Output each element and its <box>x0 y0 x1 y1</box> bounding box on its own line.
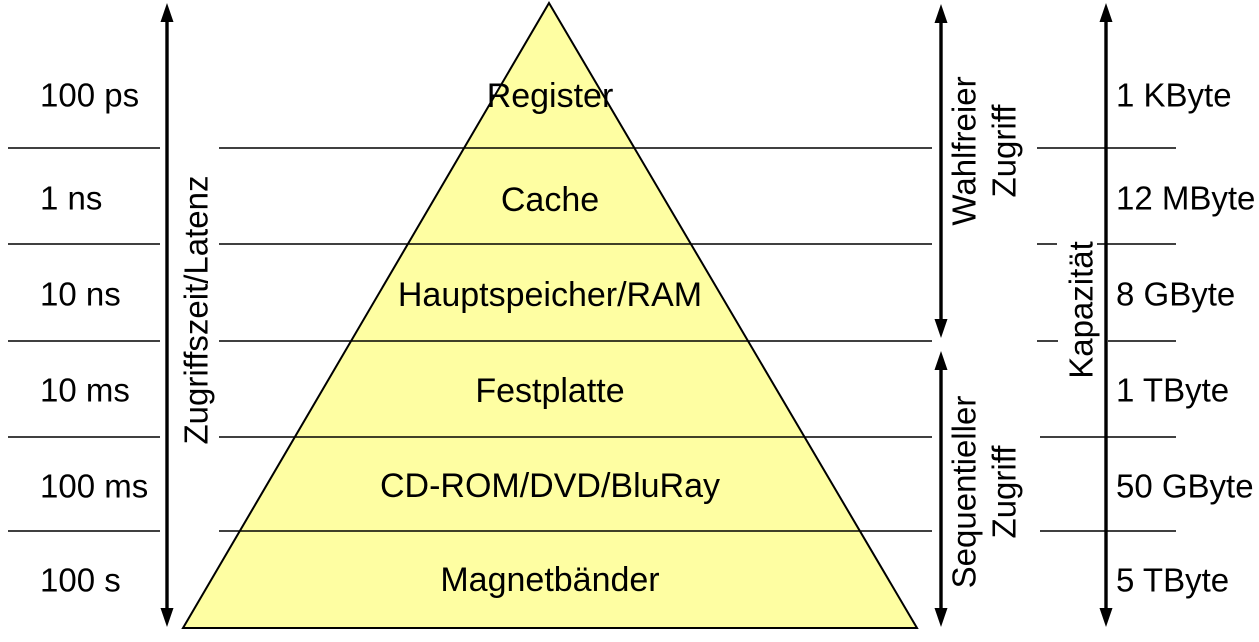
level-name-cdrom: CD-ROM/DVD/BluRay <box>380 467 720 505</box>
latency-tick-festplatte: 10 ms <box>40 372 130 409</box>
level-name-cache: Cache <box>501 181 599 219</box>
arrowhead-up-icon <box>160 3 174 22</box>
pyramid-shape <box>181 1 919 629</box>
latency-tick-register: 100 ps <box>40 77 139 114</box>
level-name-ram: Hauptspeicher/RAM <box>398 276 702 314</box>
level-name-register: Register <box>487 77 614 115</box>
sequential-access-label-line2: Zugriff <box>986 445 1023 539</box>
arrowhead-down-icon <box>1099 608 1113 627</box>
level-name-tape: Magnetbänder <box>440 561 659 599</box>
capacity-tick-cache: 12 MByte <box>1116 180 1255 217</box>
capacity-tick-cdrom: 50 GByte <box>1116 468 1254 505</box>
random-access-label-line1: Wahlfreier <box>946 76 983 225</box>
arrowhead-up-icon <box>934 351 948 370</box>
arrowhead-down-icon <box>934 319 948 338</box>
capacity-tick-register: 1 KByte <box>1116 77 1232 114</box>
capacity-axis-arrow <box>1099 3 1113 627</box>
latency-axis-arrow <box>160 3 174 627</box>
arrowhead-up-icon <box>934 4 948 23</box>
latency-tick-ram: 10 ns <box>40 276 121 313</box>
capacity-tick-tape: 5 TByte <box>1116 562 1229 599</box>
arrowhead-down-icon <box>934 608 948 627</box>
latency-tick-cdrom: 100 ms <box>40 468 148 505</box>
capacity-tick-ram: 8 GByte <box>1116 276 1235 313</box>
latency-tick-cache: 1 ns <box>40 180 102 217</box>
random-access-label-line2: Zugriff <box>986 104 1023 198</box>
random-access-arrow <box>934 4 948 338</box>
sequential-access-arrow <box>934 351 948 627</box>
latency-axis-label: Zugriffszeit/Latenz <box>178 175 215 444</box>
latency-tick-tape: 100 s <box>40 562 121 599</box>
arrowhead-up-icon <box>1099 3 1113 22</box>
capacity-tick-festplatte: 1 TByte <box>1116 372 1229 409</box>
arrowhead-down-icon <box>160 608 174 627</box>
capacity-axis-label: Kapazität <box>1063 241 1100 379</box>
level-name-festplatte: Festplatte <box>475 372 624 410</box>
sequential-access-label-line1: Sequentieller <box>946 396 983 589</box>
